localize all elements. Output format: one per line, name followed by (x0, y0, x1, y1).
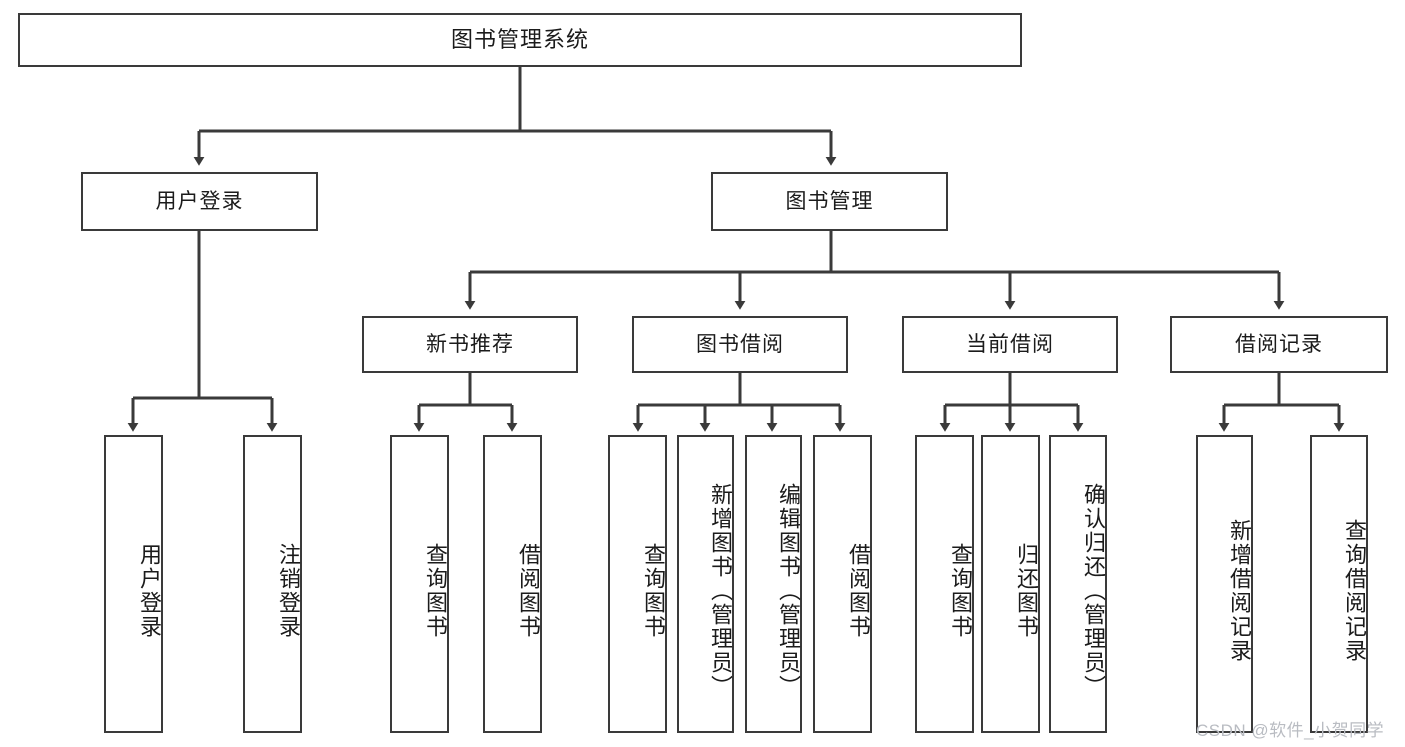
node-leaf-confirm-return[interactable]: 确认归还（管理员） (1049, 435, 1107, 733)
node-label: 借阅图书 (516, 543, 541, 639)
node-label: 用户登录 (137, 543, 162, 639)
node-current-borrow[interactable]: 当前借阅 (902, 316, 1118, 373)
node-book-manage[interactable]: 图书管理 (711, 172, 948, 231)
node-leaf-logout[interactable]: 注销登录 (243, 435, 302, 733)
node-label: 查询图书 (948, 543, 973, 639)
node-label: 图书管理系统 (450, 26, 589, 52)
node-label: 编辑图书（管理员） (776, 483, 801, 699)
node-book-borrow[interactable]: 图书借阅 (632, 316, 848, 373)
node-leaf-query-book-1[interactable]: 查询图书 (390, 435, 449, 733)
node-leaf-edit-book[interactable]: 编辑图书（管理员） (745, 435, 802, 733)
node-leaf-query-book-3[interactable]: 查询图书 (915, 435, 974, 733)
node-leaf-query-book-2[interactable]: 查询图书 (608, 435, 667, 733)
node-label: 用户登录 (155, 189, 244, 213)
node-leaf-borrow-book-1[interactable]: 借阅图书 (483, 435, 542, 733)
node-new-book-recommend[interactable]: 新书推荐 (362, 316, 578, 373)
node-leaf-borrow-book-2[interactable]: 借阅图书 (813, 435, 872, 733)
node-label: 新书推荐 (426, 332, 514, 356)
node-label: 注销登录 (276, 543, 301, 639)
node-root-book-management-system[interactable]: 图书管理系统 (18, 13, 1022, 67)
node-label: 确认归还（管理员） (1081, 483, 1106, 699)
node-label: 新增图书（管理员） (708, 483, 733, 699)
node-label: 归还图书 (1014, 543, 1039, 639)
csdn-watermark: CSDN @软件_小贺同学 (1196, 721, 1385, 740)
node-label: 查询图书 (423, 543, 448, 639)
node-label: 当前借阅 (966, 332, 1054, 356)
node-label: 新增借阅记录 (1227, 519, 1252, 663)
node-leaf-add-record[interactable]: 新增借阅记录 (1196, 435, 1253, 733)
node-leaf-query-record[interactable]: 查询借阅记录 (1310, 435, 1368, 733)
node-leaf-return-book[interactable]: 归还图书 (981, 435, 1040, 733)
node-label: 图书管理 (785, 189, 874, 213)
node-label: 图书借阅 (696, 332, 784, 356)
node-leaf-add-book[interactable]: 新增图书（管理员） (677, 435, 734, 733)
node-label: 借阅记录 (1235, 332, 1323, 356)
node-borrow-record[interactable]: 借阅记录 (1170, 316, 1388, 373)
node-label: 查询图书 (641, 543, 666, 639)
node-leaf-user-login[interactable]: 用户登录 (104, 435, 163, 733)
node-label: 查询借阅记录 (1342, 519, 1367, 663)
node-label: 借阅图书 (846, 543, 871, 639)
node-user-login[interactable]: 用户登录 (81, 172, 318, 231)
